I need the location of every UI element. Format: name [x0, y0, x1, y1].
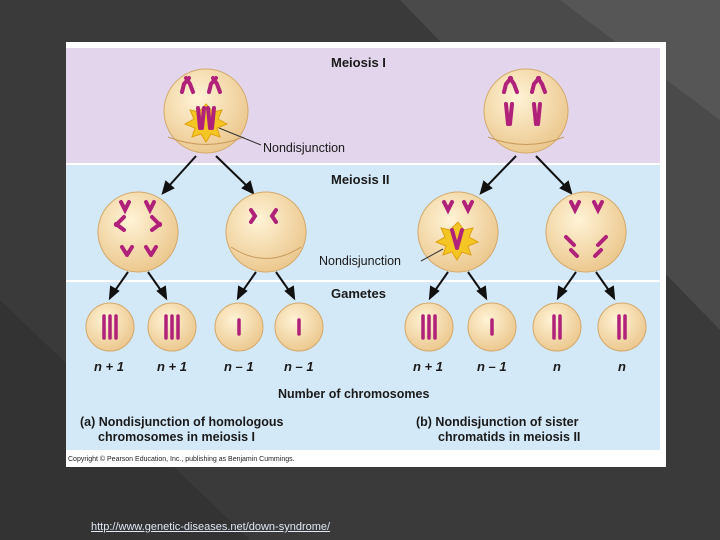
gamete-6: [467, 302, 517, 352]
arrows-meiosis-2-to-gametes: [108, 271, 616, 301]
nondisjunction-pointer-a: [218, 127, 262, 146]
caption-a-line-1: (a) Nondisjunction of homologous: [80, 415, 283, 429]
gamete-count-5: n + 1: [413, 359, 443, 374]
source-link[interactable]: http://www.genetic-diseases.net/down-syn…: [91, 521, 331, 533]
meiosis-1-cell-a: [163, 68, 249, 154]
diagram: Meiosis I Meiosis II Gametes: [66, 48, 660, 450]
gamete-count-3: n – 1: [224, 359, 254, 374]
caption-b-line-2: chromatids in meiosis II: [438, 430, 580, 444]
meiosis-2-cell-1: [97, 191, 179, 273]
meiosis-2-cell-3: [417, 191, 499, 273]
meiosis-2-cell-2: [225, 191, 307, 273]
gamete-3: [214, 302, 264, 352]
gamete-1: [85, 302, 135, 352]
caption-b-line-1: (b) Nondisjunction of sister: [416, 415, 579, 429]
meiosis-1-cell-b: [483, 68, 569, 154]
meiosis-2-label: Meiosis II: [331, 172, 390, 187]
arrows-meiosis-1-to-2: [161, 155, 573, 195]
gamete-count-2: n + 1: [157, 359, 187, 374]
gamete-count-7: n: [553, 359, 561, 374]
gamete-5: [404, 302, 454, 352]
number-of-chromosomes-label: Number of chromosomes: [278, 387, 429, 401]
gamete-count-8: n: [618, 359, 626, 374]
nondisjunction-burst-a: [183, 103, 229, 143]
gamete-7: [532, 302, 582, 352]
gamete-4: [274, 302, 324, 352]
gamete-count-1: n + 1: [94, 359, 124, 374]
gametes-label: Gametes: [331, 286, 386, 301]
caption-a-line-2: chromosomes in meiosis I: [98, 430, 255, 444]
gamete-count-4: n – 1: [284, 359, 314, 374]
meiosis-nondisjunction-figure: Meiosis I Meiosis II Gametes: [66, 42, 666, 467]
gamete-2: [147, 302, 197, 352]
meiosis-2-cell-4: [545, 191, 627, 273]
nondisjunction-label-b: Nondisjunction: [319, 254, 401, 268]
nondisjunction-pointer-b: [420, 248, 444, 262]
gamete-counts: n + 1 n + 1 n – 1 n – 1 n + 1 n – 1 n n: [94, 359, 626, 374]
nondisjunction-label-a: Nondisjunction: [263, 141, 345, 155]
gamete-8: [597, 302, 647, 352]
meiosis-1-label: Meiosis I: [331, 55, 386, 70]
gamete-count-6: n – 1: [477, 359, 507, 374]
copyright-notice: Copyright © Pearson Education, Inc., pub…: [68, 456, 295, 463]
